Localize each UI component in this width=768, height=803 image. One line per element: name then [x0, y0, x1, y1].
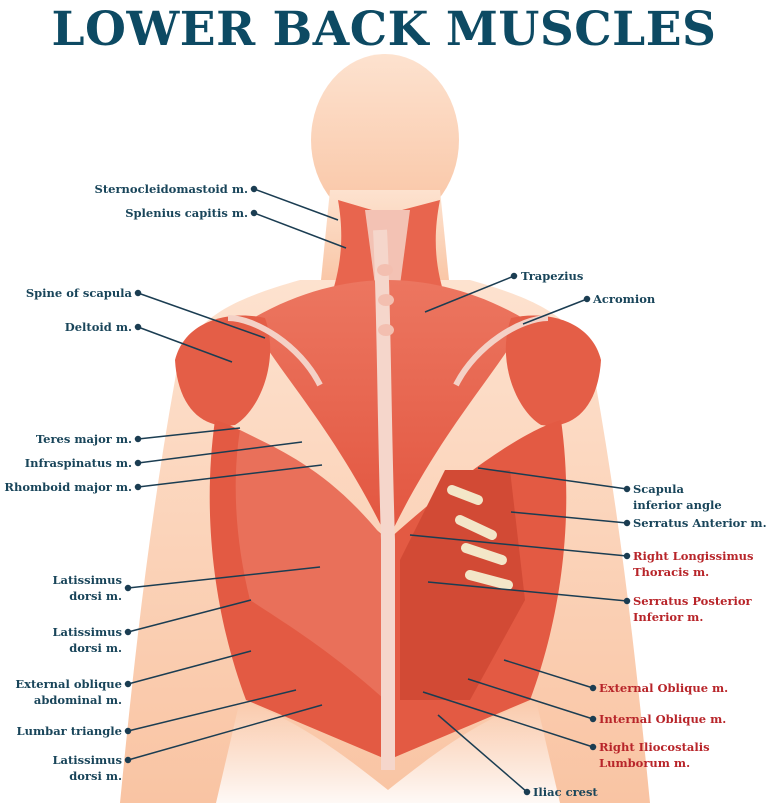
label-teres-major: Teres major m.	[35, 432, 132, 446]
label-latissimus-dorsi-1: Latissimus dorsi m.	[52, 573, 122, 603]
label-infraspinatus: Infraspinatus m.	[24, 456, 132, 470]
label-acromion: Acromion	[593, 292, 656, 306]
label-iliac-crest: Iliac crest	[533, 785, 598, 799]
label-sternocleidomastoid: Sternocleidomastoid m.	[94, 182, 248, 196]
spine	[373, 229, 395, 770]
label-latissimus-dorsi-3: Latissimus dorsi m.	[52, 753, 122, 783]
label-latissimus-dorsi-2: Latissimus dorsi m.	[52, 625, 122, 655]
label-lumbar-triangle: Lumbar triangle	[16, 724, 122, 738]
leader-lines	[124, 185, 631, 796]
label-internal-oblique: Internal Oblique m.	[599, 712, 727, 726]
label-scapula-inferior-angle: Scapula inferior angle	[633, 482, 722, 512]
label-trapezius: Trapezius	[521, 269, 584, 283]
label-right-longissimus-thoracis: Right Longissimus Thoracis m.	[633, 549, 754, 579]
label-serratus-anterior: Serratus Anterior m.	[633, 516, 767, 530]
label-rhomboid-major: Rhomboid major m.	[4, 480, 132, 494]
label-external-oblique-abdominal: External oblique abdominal m.	[15, 677, 122, 707]
page-title: LOWER BACK MUSCLES	[51, 2, 717, 57]
label-serratus-posterior-inferior: Serratus Posterior Inferior m.	[633, 594, 752, 624]
pelvis-fade	[216, 700, 560, 803]
rib-bones	[447, 485, 513, 590]
label-right-iliocostalis-lumborum: Right Iliocostalis Lumborum m.	[599, 740, 710, 770]
label-external-oblique: External Oblique m.	[599, 681, 729, 695]
label-splenius-capitis: Splenius capitis m.	[125, 206, 248, 220]
label-spine-of-scapula: Spine of scapula	[25, 286, 132, 300]
label-deltoid: Deltoid m.	[64, 320, 132, 334]
